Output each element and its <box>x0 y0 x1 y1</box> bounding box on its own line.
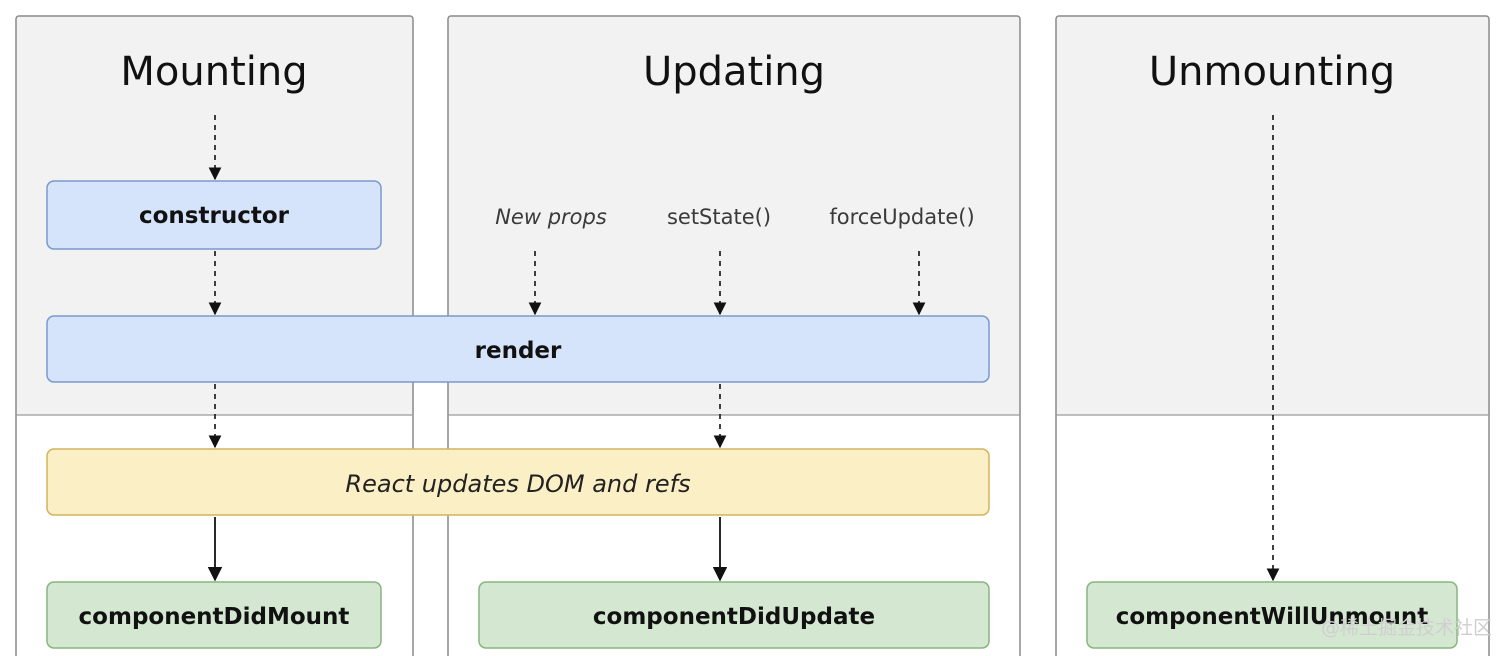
will-unmount-box: componentWillUnmount <box>1086 581 1458 649</box>
react-updates-label: React updates DOM and refs <box>345 470 690 498</box>
react-updates-box: React updates DOM and refs <box>46 448 990 516</box>
dashed-arrows <box>208 115 1280 582</box>
will-unmount-label: componentWillUnmount <box>1116 604 1429 630</box>
unmounting-title: Unmounting <box>1149 49 1395 95</box>
render-label: render <box>475 338 562 364</box>
updating-title: Updating <box>643 49 825 95</box>
did-update-box: componentDidUpdate <box>478 581 990 649</box>
watermark: @稀土掘金技术社区 <box>1321 617 1492 639</box>
did-mount-box: componentDidMount <box>46 581 382 649</box>
mounting-title: Mounting <box>120 49 307 95</box>
render-box: render <box>46 315 990 383</box>
did-mount-label: componentDidMount <box>79 604 350 630</box>
constructor-label: constructor <box>139 203 290 229</box>
trigger-set-state: setState() <box>667 205 771 229</box>
solid-arrows <box>207 517 728 582</box>
constructor-box: constructor <box>46 180 382 250</box>
trigger-force-update: forceUpdate() <box>829 205 974 229</box>
did-update-label: componentDidUpdate <box>593 604 875 630</box>
trigger-new-props: New props <box>495 205 607 229</box>
